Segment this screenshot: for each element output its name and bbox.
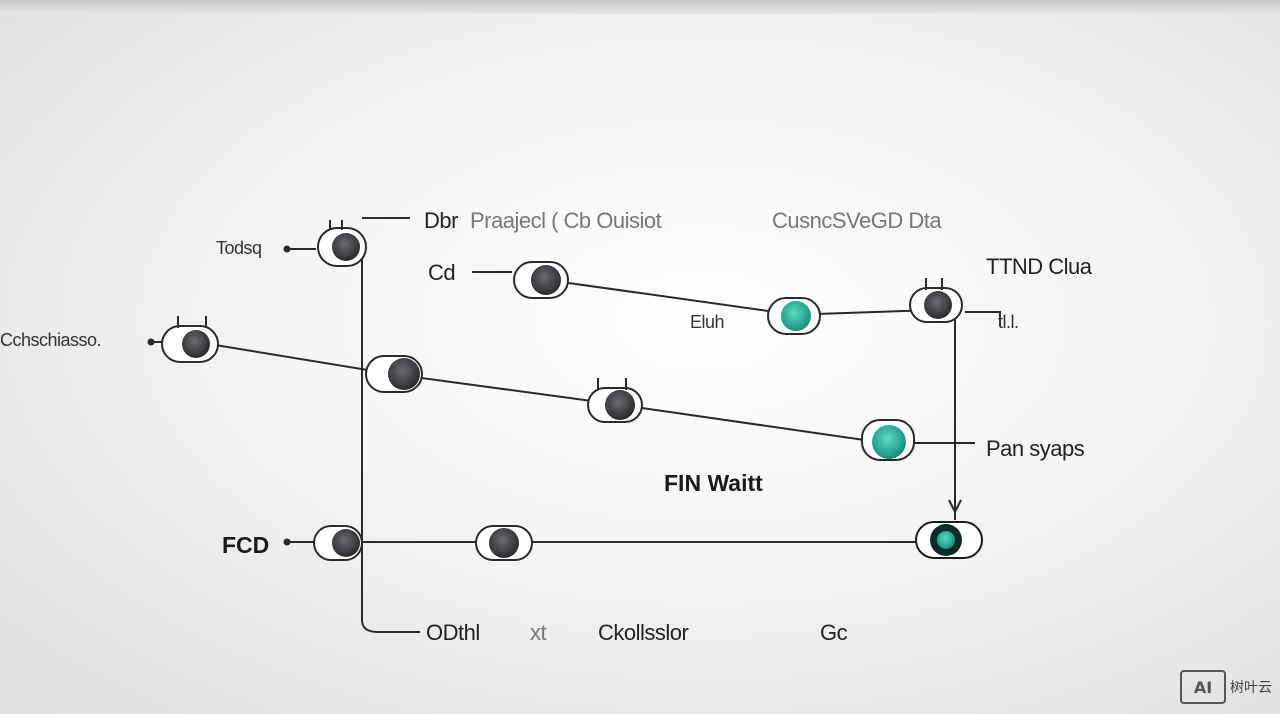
arrow-left-bottom-dot [283, 538, 291, 546]
node-left-mid [161, 316, 219, 363]
label-top-title: Praajecl ( Cb Ouisiot [470, 208, 662, 233]
node-left-bottom [313, 525, 363, 561]
label-right-upper: TTND Clua [986, 254, 1092, 279]
label-bottom-right: Gc [820, 620, 848, 645]
label-center: FIN Waitt [664, 470, 763, 496]
node-teal-upper [767, 297, 821, 335]
watermark-badge: AI [1180, 670, 1226, 704]
arrow-left-mid-dot [147, 338, 155, 346]
node-right-upper [909, 278, 963, 323]
connector-right-ticks [965, 311, 1001, 326]
label-left-mid: Cchschiasso. [0, 330, 102, 350]
label-bottom-mid: Ckollsslor [598, 620, 689, 645]
arrow-left-top-dot [283, 245, 291, 253]
connector-upper-diagonal [539, 278, 791, 315]
arrow-down-right [948, 499, 962, 513]
label-bottom-left: ODthl [426, 620, 480, 645]
node-upper-small [513, 261, 569, 299]
arrow-stubs [147, 245, 962, 546]
label-left-top: Todsq [216, 238, 262, 258]
label-node-small: Cd [428, 260, 456, 285]
connector-middle-diagonal [196, 341, 886, 444]
node-bottom-center [475, 525, 533, 561]
node-left-top [317, 220, 367, 267]
node-teal-mid [861, 419, 915, 461]
node-center [587, 378, 643, 423]
label-left-bottom: FCD [222, 532, 270, 558]
label-right-mid: Pan syaps [986, 436, 1085, 461]
node-teal-bottom [915, 521, 983, 559]
node-center-left [365, 355, 423, 393]
label-mid-node: Eluh [690, 312, 725, 332]
watermark-text: 树叶云 [1230, 680, 1272, 696]
label-top-right: CusncSVeGD Dta [772, 208, 942, 233]
label-right-ticks: tl.l. [998, 312, 1019, 332]
top-shadow-band [0, 0, 1280, 14]
label-bottom-left-faint: xt [530, 620, 547, 645]
label-top-left: Dbr [424, 208, 458, 233]
watermark: AI 树叶云 [1180, 670, 1272, 704]
connector-vertical-left [361, 248, 420, 633]
